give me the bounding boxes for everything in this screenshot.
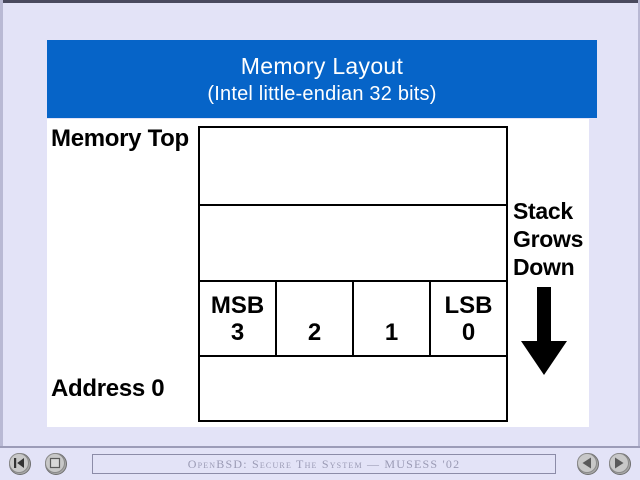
prev-arrow-icon[interactable]: [576, 452, 600, 476]
byte-cell-2: 2: [277, 282, 354, 355]
memory-top-label: Memory Top: [51, 125, 189, 152]
byte-cell-0: LSB 0: [431, 282, 506, 355]
stack-note-line-1: Stack: [513, 198, 573, 224]
byte-cell-3-tag: MSB: [210, 291, 265, 319]
presentation-footer-toolbar: OpenBSD: Secure The System — MUSESS '02: [0, 446, 640, 480]
byte-cell-3-number: 3: [230, 318, 245, 346]
diagram-canvas: Memory Top Address 0 MSB 3 2 1: [47, 119, 589, 427]
stack-note-line-2: Grows: [513, 226, 584, 252]
address-zero-label: Address 0: [51, 375, 165, 402]
footer-title-box: OpenBSD: Secure The System — MUSESS '02: [92, 454, 556, 474]
slide-right-border: [638, 0, 640, 446]
footer-title-text: OpenBSD: Secure The System — MUSESS '02: [187, 456, 461, 471]
stack-direction-note: Stack Grows Down: [513, 197, 589, 281]
slide-left-border: [0, 0, 3, 446]
memory-layout-table: MSB 3 2 1 LSB 0: [198, 126, 508, 422]
byte-cell-0-tag: LSB: [444, 291, 493, 319]
memory-row-empty-middle: [200, 206, 506, 282]
slide-title-line-1: Memory Layout: [240, 52, 404, 79]
slide-title-banner: Memory Layout (Intel little-endian 32 bi…: [47, 40, 597, 118]
first-page-icon[interactable]: [8, 452, 32, 476]
next-arrow-icon[interactable]: [608, 452, 632, 476]
byte-cell-2-number: 2: [307, 318, 322, 346]
window-top-border: [0, 0, 640, 3]
down-arrow-icon: [521, 287, 567, 375]
slide-title-line-2: (Intel little-endian 32 bits): [207, 82, 437, 105]
memory-row-empty-upper: [200, 128, 506, 206]
byte-cell-3: MSB 3: [200, 282, 277, 355]
byte-cell-1: 1: [354, 282, 431, 355]
byte-cell-1-number: 1: [384, 318, 399, 346]
stack-note-line-3: Down: [513, 254, 575, 280]
memory-row-bytes: MSB 3 2 1 LSB 0: [200, 282, 506, 357]
stop-square-icon[interactable]: [44, 452, 68, 476]
memory-row-empty-lower: [200, 357, 506, 420]
byte-cell-0-number: 0: [461, 318, 476, 346]
